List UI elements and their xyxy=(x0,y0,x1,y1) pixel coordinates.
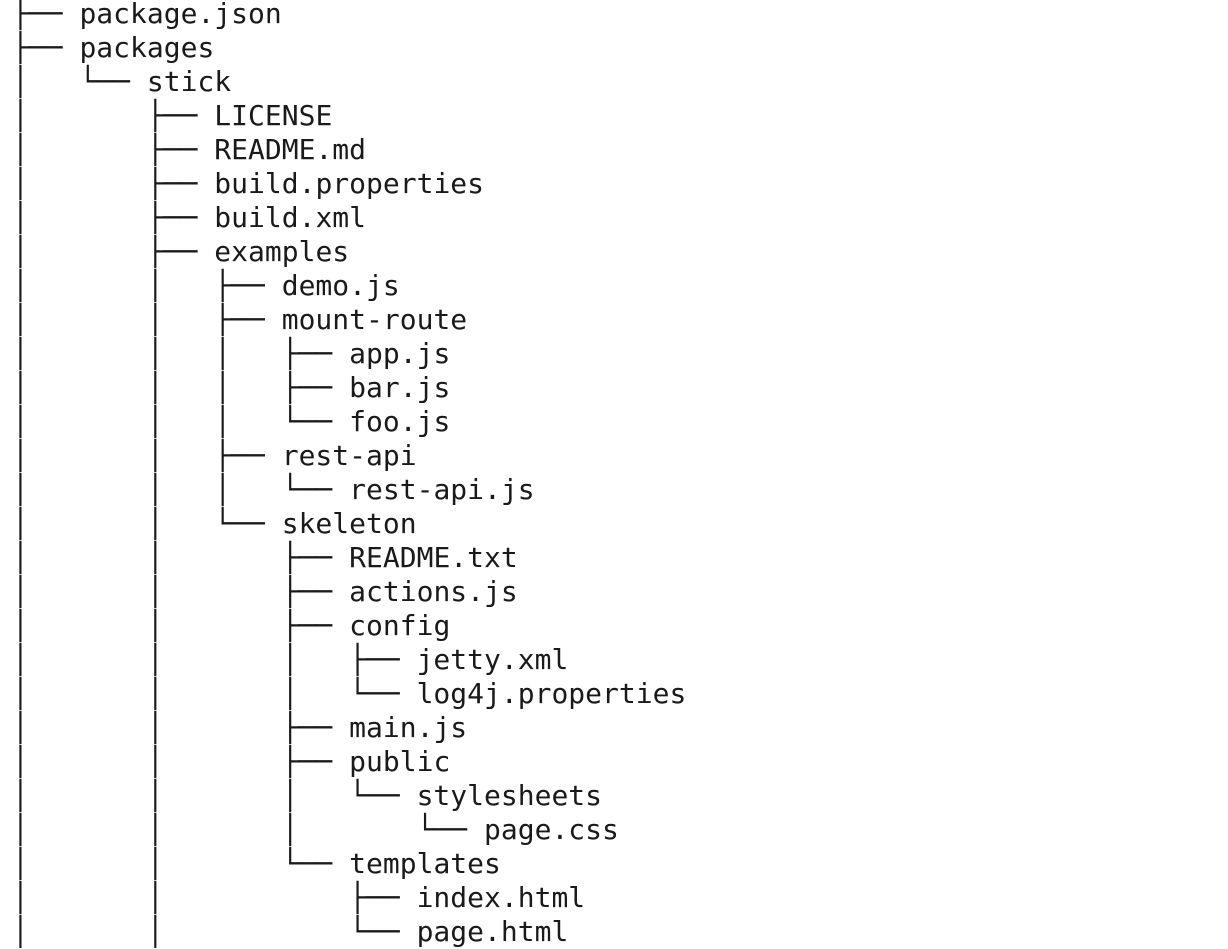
tree-item-label: packages xyxy=(79,31,215,64)
tree-row: │ ├── build.properties xyxy=(12,167,686,201)
tree-row: │ │ │ └── rest-api.js xyxy=(12,473,686,507)
tree-row: │ │ ├── public xyxy=(12,745,686,779)
tree-connector: │ └── xyxy=(12,65,147,98)
tree-connector: │ │ │ ├── xyxy=(12,337,350,370)
tree-connector: │ ├── xyxy=(12,133,215,166)
tree-item-label: package.json xyxy=(79,0,282,30)
tree-item-label: config xyxy=(349,609,451,642)
tree-item-label: actions.js xyxy=(349,575,518,608)
tree-item-label: jetty.xml xyxy=(416,643,569,676)
tree-connector: │ │ │ └── xyxy=(12,677,417,710)
tree-row: │ │ │ ├── app.js xyxy=(12,337,686,371)
tree-item-label: examples xyxy=(214,235,350,268)
tree-row: │ │ │ ├── jetty.xml xyxy=(12,643,686,677)
tree-item-label: rest-api.js xyxy=(349,473,535,506)
tree-connector: │ │ │ └── xyxy=(12,779,417,812)
tree-item-label: page.html xyxy=(416,915,569,948)
tree-connector: │ │ │ └── xyxy=(12,473,350,506)
tree-item-label: skeleton xyxy=(281,507,417,540)
tree-item-label: build.properties xyxy=(214,167,485,200)
tree-item-label: main.js xyxy=(349,711,468,744)
tree-connector: │ │ ├── xyxy=(12,609,350,642)
tree-item-label: page.css xyxy=(484,813,619,846)
tree-connector: ├── xyxy=(12,0,80,30)
tree-connector: │ ├── xyxy=(12,167,215,200)
tree-connector: │ │ │ └── xyxy=(12,405,350,438)
tree-row: │ │ ├── rest-api xyxy=(12,439,686,473)
tree-item-label: LICENSE xyxy=(214,99,333,132)
tree-connector: │ │ │ └── xyxy=(12,813,485,846)
tree-item-label: mount-route xyxy=(281,303,468,336)
tree-item-label: build.xml xyxy=(214,201,367,234)
tree-item-label: README.md xyxy=(214,133,367,166)
tree-row: │ │ │ └── stylesheets xyxy=(12,779,686,813)
tree-item-label: README.txt xyxy=(349,541,518,574)
tree-row: │ └── stick xyxy=(12,65,686,99)
tree-item-label: bar.js xyxy=(349,371,451,404)
tree-row: │ │ ├── main.js xyxy=(12,711,686,745)
tree-row: │ │ ├── README.txt xyxy=(12,541,686,575)
tree-row: │ │ └── skeleton xyxy=(12,507,686,541)
tree-item-label: index.html xyxy=(416,881,586,914)
tree-item-label: app.js xyxy=(349,337,451,370)
tree-row: │ │ └── page.html xyxy=(12,915,686,949)
tree-item-label: log4j.properties xyxy=(416,677,687,710)
tree-item-label: stick xyxy=(146,65,232,98)
tree-item-label: foo.js xyxy=(349,405,451,438)
tree-connector: │ ├── xyxy=(12,201,215,234)
tree-item-label: stylesheets xyxy=(416,779,603,812)
tree-connector: │ │ │ ├── xyxy=(12,371,350,404)
tree-connector: │ │ ├── xyxy=(12,711,350,744)
tree-row: │ │ │ ├── bar.js xyxy=(12,371,686,405)
tree-connector: │ │ ├── xyxy=(12,269,282,302)
tree-item-label: demo.js xyxy=(281,269,400,302)
file-tree: ├── package.json ├── packages │ └── stic… xyxy=(12,0,686,949)
tree-connector: │ │ └── xyxy=(12,915,417,948)
tree-connector: │ ├── xyxy=(12,99,215,132)
tree-row: │ │ ├── mount-route xyxy=(12,303,686,337)
tree-connector: │ │ ├── xyxy=(12,745,350,778)
tree-connector: │ │ ├── xyxy=(12,303,282,336)
tree-row: │ │ ├── index.html xyxy=(12,881,686,915)
tree-row: │ ├── README.md xyxy=(12,133,686,167)
tree-row: ├── packages xyxy=(12,31,686,65)
tree-connector: │ │ ├── xyxy=(12,541,350,574)
tree-connector: ├── xyxy=(12,31,80,64)
tree-connector: │ ├── xyxy=(12,235,215,268)
tree-connector: │ │ ├── xyxy=(12,881,417,914)
tree-row: │ │ │ └── log4j.properties xyxy=(12,677,686,711)
tree-connector: │ │ ├── xyxy=(12,439,282,472)
tree-row: │ │ │ └── foo.js xyxy=(12,405,686,439)
tree-row: │ │ ├── config xyxy=(12,609,686,643)
tree-row: │ ├── build.xml xyxy=(12,201,686,235)
tree-row: ├── package.json xyxy=(12,0,686,31)
tree-row: │ │ ├── demo.js xyxy=(12,269,686,303)
tree-item-label: public xyxy=(349,745,451,778)
tree-connector: │ │ │ ├── xyxy=(12,643,417,676)
tree-connector: │ │ ├── xyxy=(12,575,350,608)
tree-connector: │ │ └── xyxy=(12,847,350,880)
tree-row: │ ├── LICENSE xyxy=(12,99,686,133)
tree-item-label: rest-api xyxy=(281,439,417,472)
tree-item-label: templates xyxy=(349,847,501,880)
tree-row: │ ├── examples xyxy=(12,235,686,269)
tree-row: │ │ └── templates xyxy=(12,847,686,881)
tree-connector: │ │ └── xyxy=(12,507,282,540)
tree-row: │ │ ├── actions.js xyxy=(12,575,686,609)
tree-row: │ │ │ └── page.css xyxy=(12,813,686,847)
